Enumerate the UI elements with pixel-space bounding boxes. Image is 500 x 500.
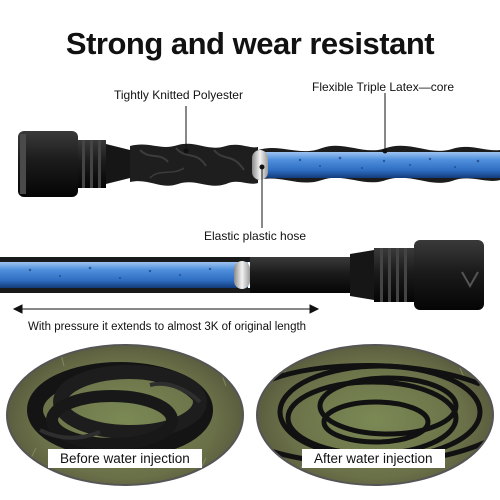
extension-arrow (12, 304, 320, 314)
after-label: After water injection (302, 449, 445, 468)
after-lens-photo (257, 345, 493, 485)
callout-leaders-top (183, 93, 388, 228)
before-label: Before water injection (48, 449, 202, 468)
hose-extended (0, 240, 484, 310)
extension-caption: With pressure it extends to almost 3K of… (28, 321, 307, 333)
outer-layer-callout: Tightly Knitted Polyester (114, 88, 243, 102)
headline: Strong and wear resistant (65, 26, 435, 61)
hose-cutaway (18, 131, 500, 197)
before-lens-photo (7, 345, 243, 485)
inner-tube-callout: Elastic plastic hose (204, 229, 307, 243)
core-layer-callout: Flexible Triple Latex—core (312, 80, 455, 94)
